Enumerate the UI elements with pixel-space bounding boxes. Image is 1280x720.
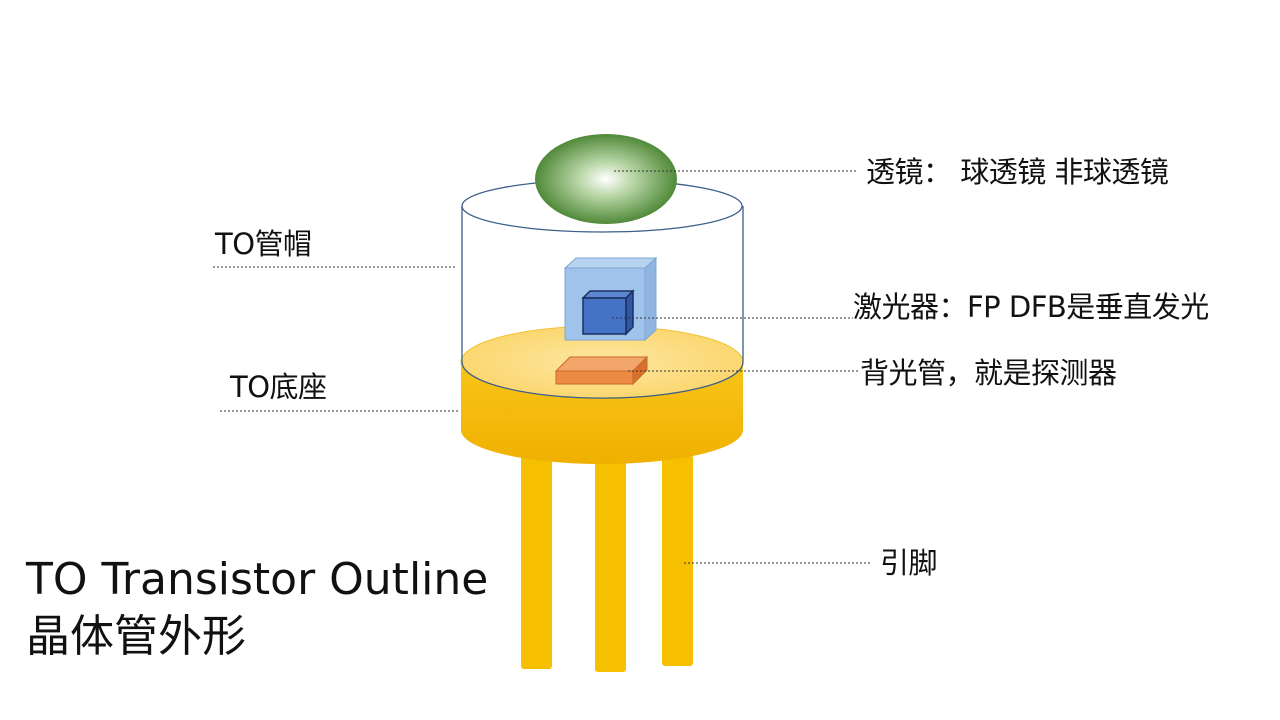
pin-left bbox=[521, 455, 552, 669]
pins-label: 引脚 bbox=[880, 546, 938, 580]
photodiode bbox=[554, 355, 649, 386]
base-label: TO底座 bbox=[230, 370, 327, 404]
lens-label: 透镜： 球透镜 非球透镜 bbox=[866, 155, 1169, 189]
pin-middle bbox=[595, 458, 626, 672]
pins bbox=[521, 455, 693, 672]
to-base bbox=[460, 325, 744, 464]
title-chinese: 晶体管外形 bbox=[26, 611, 246, 662]
pin-right bbox=[662, 455, 693, 666]
photodiode-label: 背光管，就是探测器 bbox=[860, 356, 1117, 390]
lens bbox=[535, 134, 677, 224]
cap-label: TO管帽 bbox=[215, 227, 312, 261]
laser-label: 激光器：FP DFB是垂直发光 bbox=[853, 290, 1209, 324]
laser-chip bbox=[563, 256, 658, 342]
title-english: TO Transistor Outline bbox=[26, 554, 489, 605]
leader-lines bbox=[213, 170, 871, 564]
